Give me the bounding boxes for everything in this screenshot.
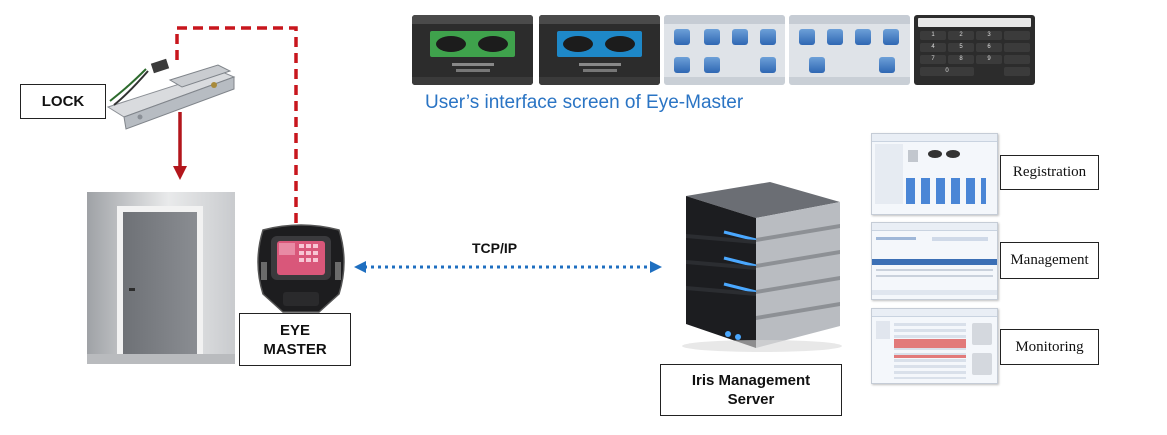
door-illustration bbox=[87, 192, 235, 364]
tcp-ip-connection-arrow bbox=[354, 261, 662, 273]
monitoring-label: Monitoring bbox=[1000, 329, 1099, 365]
ui-screen-iris-scan-green bbox=[412, 15, 533, 85]
lock-control-wire bbox=[175, 26, 298, 230]
ui-screen-iris-scan-blue bbox=[539, 15, 660, 85]
lock-illustration bbox=[106, 58, 236, 130]
server-illustration bbox=[682, 182, 842, 352]
management-screen-thumbnail bbox=[871, 222, 998, 300]
registration-label: Registration bbox=[1000, 155, 1099, 190]
server-label-line1: Iris Management bbox=[691, 372, 811, 389]
management-label: Management bbox=[1000, 242, 1099, 279]
lock-label: LOCK bbox=[20, 84, 106, 119]
ui-screen-admin-menu bbox=[664, 15, 785, 85]
ui-screens-caption: User’s interface screen of Eye-Master bbox=[425, 92, 744, 113]
eye-master-device bbox=[257, 224, 345, 313]
server-label: Iris Management Server bbox=[660, 364, 842, 416]
eye-master-label: EYE MASTER bbox=[239, 313, 351, 366]
monitoring-screen-thumbnail bbox=[871, 308, 998, 384]
ui-screen-settings-menu bbox=[789, 15, 910, 85]
server-label-line2: Server bbox=[727, 391, 775, 408]
registration-screen-thumbnail bbox=[871, 133, 998, 215]
unlock-arrow bbox=[173, 112, 187, 180]
eye-master-label-line2: MASTER bbox=[263, 340, 327, 358]
tcp-ip-label: TCP/IP bbox=[472, 240, 518, 256]
eye-master-label-line1: EYE bbox=[279, 321, 310, 339]
